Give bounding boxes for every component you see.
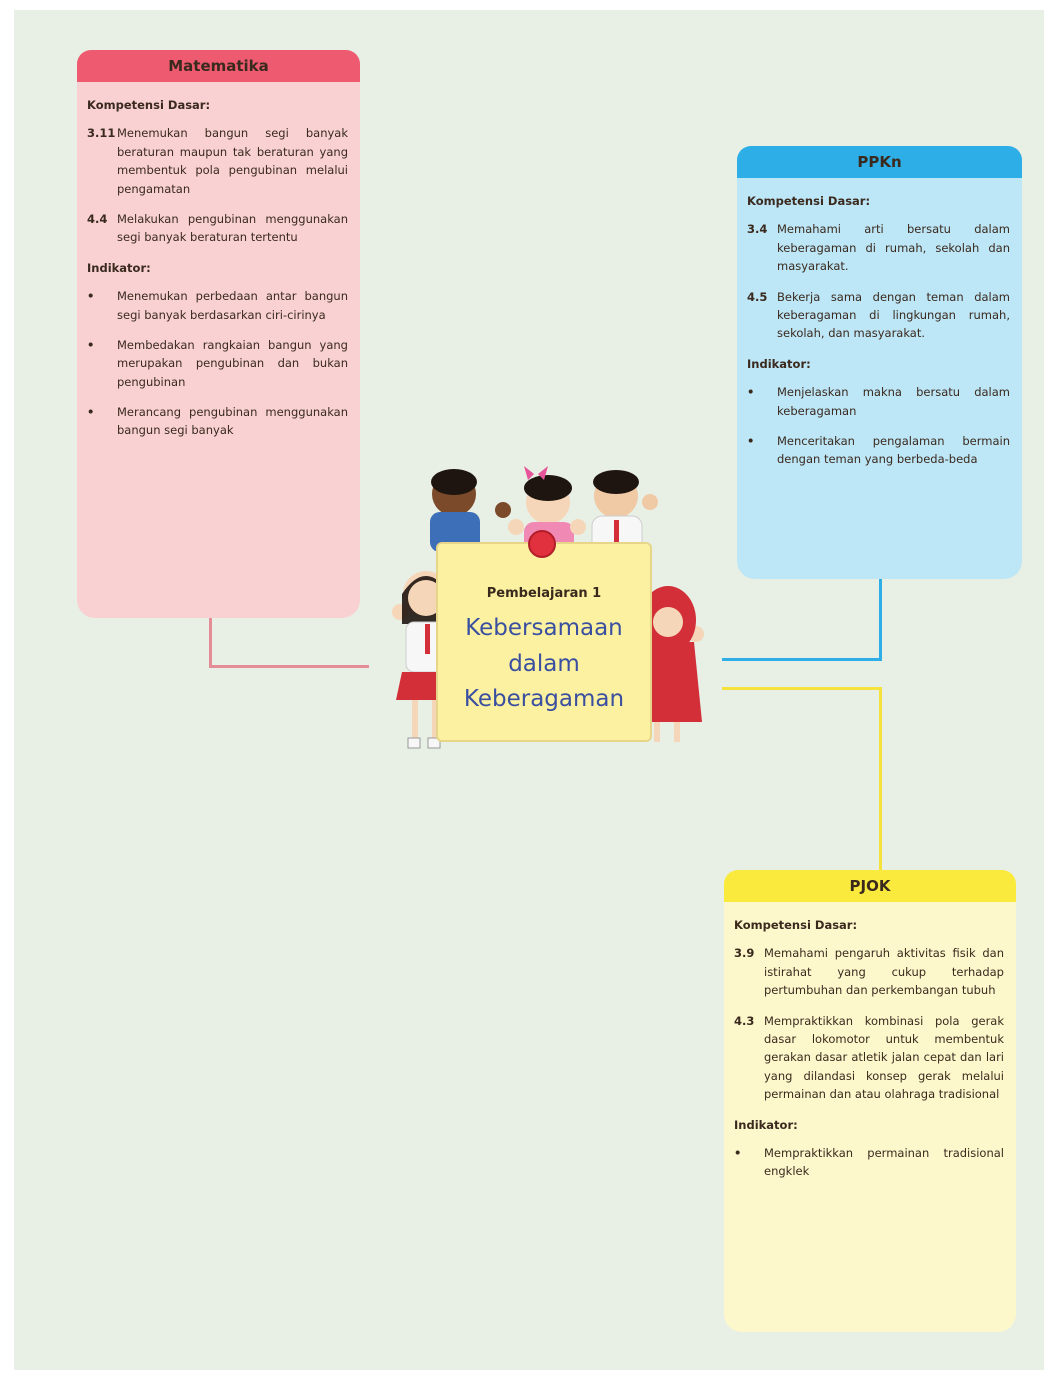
connector-ppkn — [722, 658, 882, 661]
kd-item: 3.9 Memahami pengaruh aktivitas fisik da… — [734, 944, 1004, 999]
indicator-item: • Menemukan perbedaan antar bangun segi … — [87, 287, 348, 324]
kd-code: 3.4 — [747, 222, 768, 237]
center-title-line: dalam — [508, 650, 580, 677]
pin-icon — [528, 530, 556, 558]
kd-item: 3.11 Menemukan bangun segi banyak beratu… — [87, 124, 348, 198]
kd-label: Kompetensi Dasar: — [734, 918, 858, 932]
pjok-card: PJOK Kompetensi Dasar: 3.9 Memahami peng… — [724, 870, 1016, 1332]
connector-pjok — [879, 687, 882, 870]
connector-ppkn — [879, 579, 882, 661]
matematika-title: Matematika — [77, 50, 360, 82]
indicator-item: • Merancang pengubinan menggunakan bangu… — [87, 403, 348, 440]
title-poster: Pembelajaran 1 Kebersamaan dalam Keberag… — [436, 542, 652, 742]
kd-text: Melakukan pengubinan menggunakan segi ba… — [117, 211, 348, 245]
bullet-icon: • — [87, 289, 95, 304]
kd-text: Bekerja sama dengan teman dalam keberaga… — [777, 289, 1010, 341]
kd-label: Kompetensi Dasar: — [87, 98, 211, 112]
kd-text: Memahami pengaruh aktivitas fisik dan is… — [764, 946, 1004, 998]
indicator-label: Indikator: — [734, 1117, 798, 1132]
bullet-icon: • — [747, 385, 755, 400]
indicator-item: • Menceritakan pengalaman bermain dengan… — [747, 432, 1010, 469]
kd-text: Memahami arti bersatu dalam keberagaman … — [777, 222, 1010, 274]
kd-item: 3.4 Memahami arti bersatu dalam keberaga… — [747, 220, 1010, 275]
center-title-line: Kebersamaan — [465, 615, 623, 641]
kd-code: 4.3 — [734, 1013, 755, 1028]
kd-item: 4.4 Melakukan pengubinan menggunakan seg… — [87, 210, 348, 247]
matematika-card: Matematika Kompetensi Dasar: 3.11 Menemu… — [77, 50, 360, 618]
bullet-icon: • — [87, 405, 95, 420]
indicator-label: Indikator: — [747, 356, 811, 371]
indicator-text: Menceritakan pengalaman bermain dengan t… — [777, 433, 1010, 467]
indicator-item: • Membedakan rangkaian bangun yang merup… — [87, 336, 348, 391]
indicator-label: Indikator: — [87, 260, 151, 275]
kd-code: 4.4 — [87, 211, 108, 226]
indicator-text: Membedakan rangkaian bangun yang merupak… — [117, 337, 348, 389]
bullet-icon: • — [747, 433, 755, 448]
center-subtitle: Pembelajaran 1 — [486, 586, 602, 601]
center-title-line: Keberagaman — [463, 686, 625, 713]
kd-item: 4.3 Mempraktikkan kombinasi pola gerak d… — [734, 1012, 1004, 1104]
kd-item: 4.5 Bekerja sama dengan teman dalam kebe… — [747, 288, 1010, 343]
pjok-title: PJOK — [724, 870, 1016, 902]
ppkn-title: PPKn — [737, 146, 1022, 178]
connector-pjok — [722, 687, 882, 690]
bullet-icon: • — [734, 1145, 742, 1160]
indicator-text: Mempraktikkan permainan tradisional engk… — [764, 1145, 1004, 1179]
indicator-text: Merancang pengubinan menggunakan bangun … — [117, 405, 348, 438]
kd-text: Mempraktikkan kombinasi pola gerak dasar… — [764, 1013, 1004, 1102]
kd-code: 4.5 — [747, 289, 768, 304]
bullet-icon: • — [87, 337, 95, 352]
kd-code: 3.9 — [734, 946, 755, 961]
connector-matematika — [209, 618, 212, 668]
connector-matematika — [209, 665, 369, 668]
kd-code: 3.11 — [87, 126, 116, 141]
kd-text: Menemukan bangun segi banyak beraturan m… — [117, 126, 348, 196]
indicator-text: Menjelaskan makna bersatu dalam keberaga… — [777, 385, 1010, 418]
kd-label: Kompetensi Dasar: — [747, 194, 871, 208]
center-illustration: Pembelajaran 1 Kebersamaan dalam Keberag… — [388, 462, 718, 762]
indicator-item: • Mempraktikkan permainan tradisional en… — [734, 1144, 1004, 1181]
indicator-text: Menemukan perbedaan antar bangun segi ba… — [117, 289, 348, 322]
ppkn-card: PPKn Kompetensi Dasar: 3.4 Memahami arti… — [737, 146, 1022, 579]
indicator-item: • Menjelaskan makna bersatu dalam kebera… — [747, 383, 1010, 420]
